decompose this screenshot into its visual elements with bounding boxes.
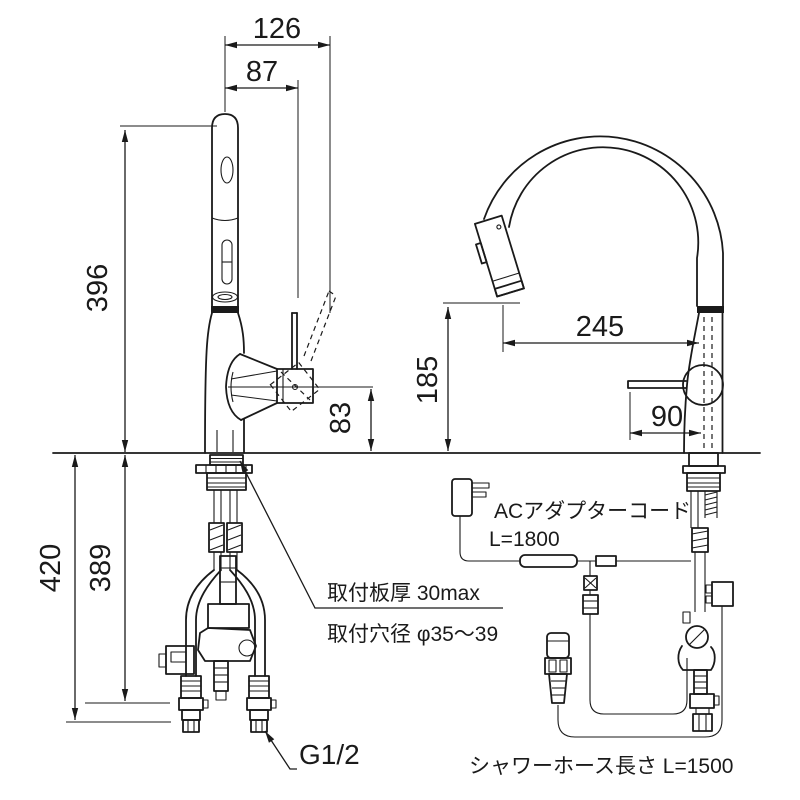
dim-420-label: 420 [35, 544, 67, 592]
plug-prong [471, 482, 490, 489]
control-box [165, 645, 195, 675]
dim-126-label: 126 [253, 13, 301, 45]
hose-spring [704, 491, 718, 518]
spout-joint-band-side [697, 306, 724, 313]
leader-mounting-plate [239, 460, 503, 609]
shower-hose [544, 606, 723, 738]
side-view [451, 135, 734, 738]
annotations: G1/2 ACアダプターコード L=1800 取付板厚 30max 取付穴径 φ… [299, 500, 733, 778]
ac-cord [459, 516, 520, 562]
solenoid-valve-unit [158, 555, 257, 701]
handle-side [627, 364, 724, 406]
dimensions: 126 87 396 83 420 389 185 245 90 [35, 13, 701, 770]
dim-87-label: 87 [246, 56, 278, 88]
hose-end-connector [544, 632, 572, 704]
spray-head [474, 214, 525, 298]
dim-245-label: 245 [576, 311, 624, 343]
ac-adapter-label-2: L=1800 [489, 528, 560, 551]
mounting-plate-label: 取付板厚 30max [327, 582, 480, 605]
shower-hose-label: シャワーホース長さ L=1500 [469, 755, 733, 778]
controller-box [711, 581, 734, 607]
dim-389-label: 389 [85, 544, 117, 592]
spout-inner-arc [508, 146, 700, 307]
dim-185-label: 185 [412, 356, 444, 404]
hose-loop [557, 606, 723, 738]
ac-adapter-label-1: ACアダプターコード [494, 500, 691, 523]
ac-plug [451, 478, 473, 517]
stop-valve [677, 625, 716, 671]
mounting-nut-side [682, 465, 726, 474]
branch-connector [582, 561, 599, 615]
leader-g12 [264, 730, 297, 770]
spout-joint-band [211, 306, 239, 313]
handle [269, 290, 337, 413]
spout-outer-arc [483, 135, 724, 307]
supply-fitting-left [178, 675, 209, 733]
ferrite-bead [519, 554, 578, 568]
thread-size-label: G1/2 [299, 739, 360, 770]
dim-396-label: 396 [82, 264, 114, 312]
valve-body [225, 353, 278, 421]
aerator-outlet [211, 291, 239, 303]
dim-83-label: 83 [325, 402, 357, 434]
sensor-window [220, 156, 234, 184]
mounting-hole-label: 取付穴径 φ35～39 [327, 623, 498, 646]
front-under-counter [158, 454, 277, 733]
inline-connector [595, 555, 617, 567]
plug-prong [471, 491, 487, 498]
supply-fitting-right [246, 675, 277, 733]
cable-loop [589, 614, 688, 715]
ac-adapter [451, 478, 691, 715]
dim-90-label: 90 [651, 401, 683, 433]
front-view [158, 113, 337, 733]
